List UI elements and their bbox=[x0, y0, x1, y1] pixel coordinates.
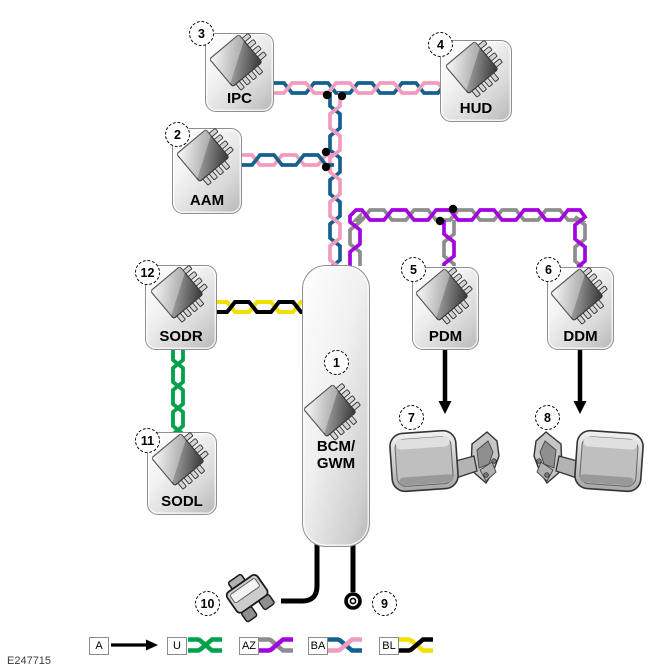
callout-7: 7 bbox=[399, 405, 424, 430]
connector-icon bbox=[225, 573, 275, 623]
module-ipc-label: IPC bbox=[226, 90, 252, 107]
twisted-pair-strand bbox=[442, 220, 456, 266]
twisted-pair-strand bbox=[328, 92, 342, 268]
ddm-mirror-arrow bbox=[573, 349, 587, 414]
twisted-pair-strand bbox=[270, 81, 444, 95]
junction-dot bbox=[321, 162, 331, 172]
module-ddm-label: DDM bbox=[563, 328, 598, 345]
module-pdm: PDM bbox=[412, 262, 480, 350]
chip-icon bbox=[151, 427, 216, 493]
chip-icon bbox=[445, 35, 510, 101]
module-sodl-label: SODL bbox=[161, 493, 203, 510]
module-ipc: IPC bbox=[205, 28, 274, 112]
bcm-connector-wire bbox=[281, 542, 320, 604]
callout-10: 10 bbox=[195, 591, 220, 616]
chip-icon bbox=[150, 260, 215, 326]
twisted-pair-strand bbox=[348, 208, 587, 269]
twisted-pair-strand bbox=[213, 300, 303, 314]
callout-6: 6 bbox=[536, 257, 561, 282]
pdm-mirror-arrow bbox=[438, 349, 452, 414]
junction-dot bbox=[448, 204, 458, 214]
module-sodr-label: SODR bbox=[159, 328, 203, 345]
twisted-pair-strand bbox=[238, 153, 334, 167]
junction-dots bbox=[321, 90, 458, 226]
junction-dot bbox=[321, 147, 331, 157]
module-pdm-label: PDM bbox=[428, 328, 463, 345]
module-bcm-gwm-label: BCM/ GWM bbox=[316, 438, 356, 472]
callout-2: 2 bbox=[165, 122, 190, 147]
junction-dot bbox=[322, 90, 332, 100]
module-bcm-gwm: BCM/ GWM bbox=[302, 265, 370, 547]
twisted-pair-strand bbox=[238, 153, 334, 167]
callout-12: 12 bbox=[135, 260, 160, 285]
callout-8: 8 bbox=[535, 405, 560, 430]
chip-icon bbox=[208, 28, 274, 94]
twisted-pair-strand bbox=[259, 637, 293, 653]
twisted-pair-strand bbox=[348, 208, 588, 269]
ground-terminal-icon bbox=[344, 592, 362, 610]
callout-9: 9 bbox=[372, 591, 397, 616]
callout-3: 3 bbox=[189, 21, 214, 46]
module-hud: HUD bbox=[440, 35, 512, 122]
legend-box-bl: BL bbox=[379, 637, 399, 655]
callout-11: 11 bbox=[135, 428, 160, 453]
twisted-pair-strand bbox=[171, 346, 185, 436]
twisted-pair-strand bbox=[442, 220, 456, 266]
junction-dot bbox=[337, 91, 347, 101]
module-ddm: DDM bbox=[547, 262, 615, 350]
chip-icon bbox=[549, 262, 615, 328]
twisted-pair-strand bbox=[171, 346, 185, 436]
legend-box-ba: BA bbox=[308, 637, 328, 655]
module-hud-label: HUD bbox=[459, 100, 493, 117]
legend-arrow bbox=[111, 639, 158, 651]
twisted-pair-strand bbox=[188, 637, 222, 653]
callout-4: 4 bbox=[428, 32, 453, 57]
twisted-pair-wires bbox=[171, 81, 588, 653]
legend-box-u: U bbox=[167, 637, 187, 655]
figure-id: E247715 bbox=[7, 655, 52, 667]
module-aam-label: AAM bbox=[189, 192, 225, 209]
twisted-pair-strand bbox=[328, 637, 362, 653]
legend-box-az: AZ bbox=[239, 637, 259, 655]
chip-icon bbox=[414, 262, 480, 328]
callout-5: 5 bbox=[401, 257, 426, 282]
twisted-pair-strand bbox=[328, 92, 342, 268]
callout-1: 1 bbox=[324, 350, 349, 375]
twisted-pair-strand bbox=[399, 637, 433, 653]
chip-icon bbox=[303, 378, 368, 444]
twisted-pair-strand bbox=[270, 81, 444, 95]
legend-box-a: A bbox=[89, 637, 109, 655]
twisted-pair-strand bbox=[213, 300, 303, 314]
junction-dot bbox=[435, 216, 445, 226]
